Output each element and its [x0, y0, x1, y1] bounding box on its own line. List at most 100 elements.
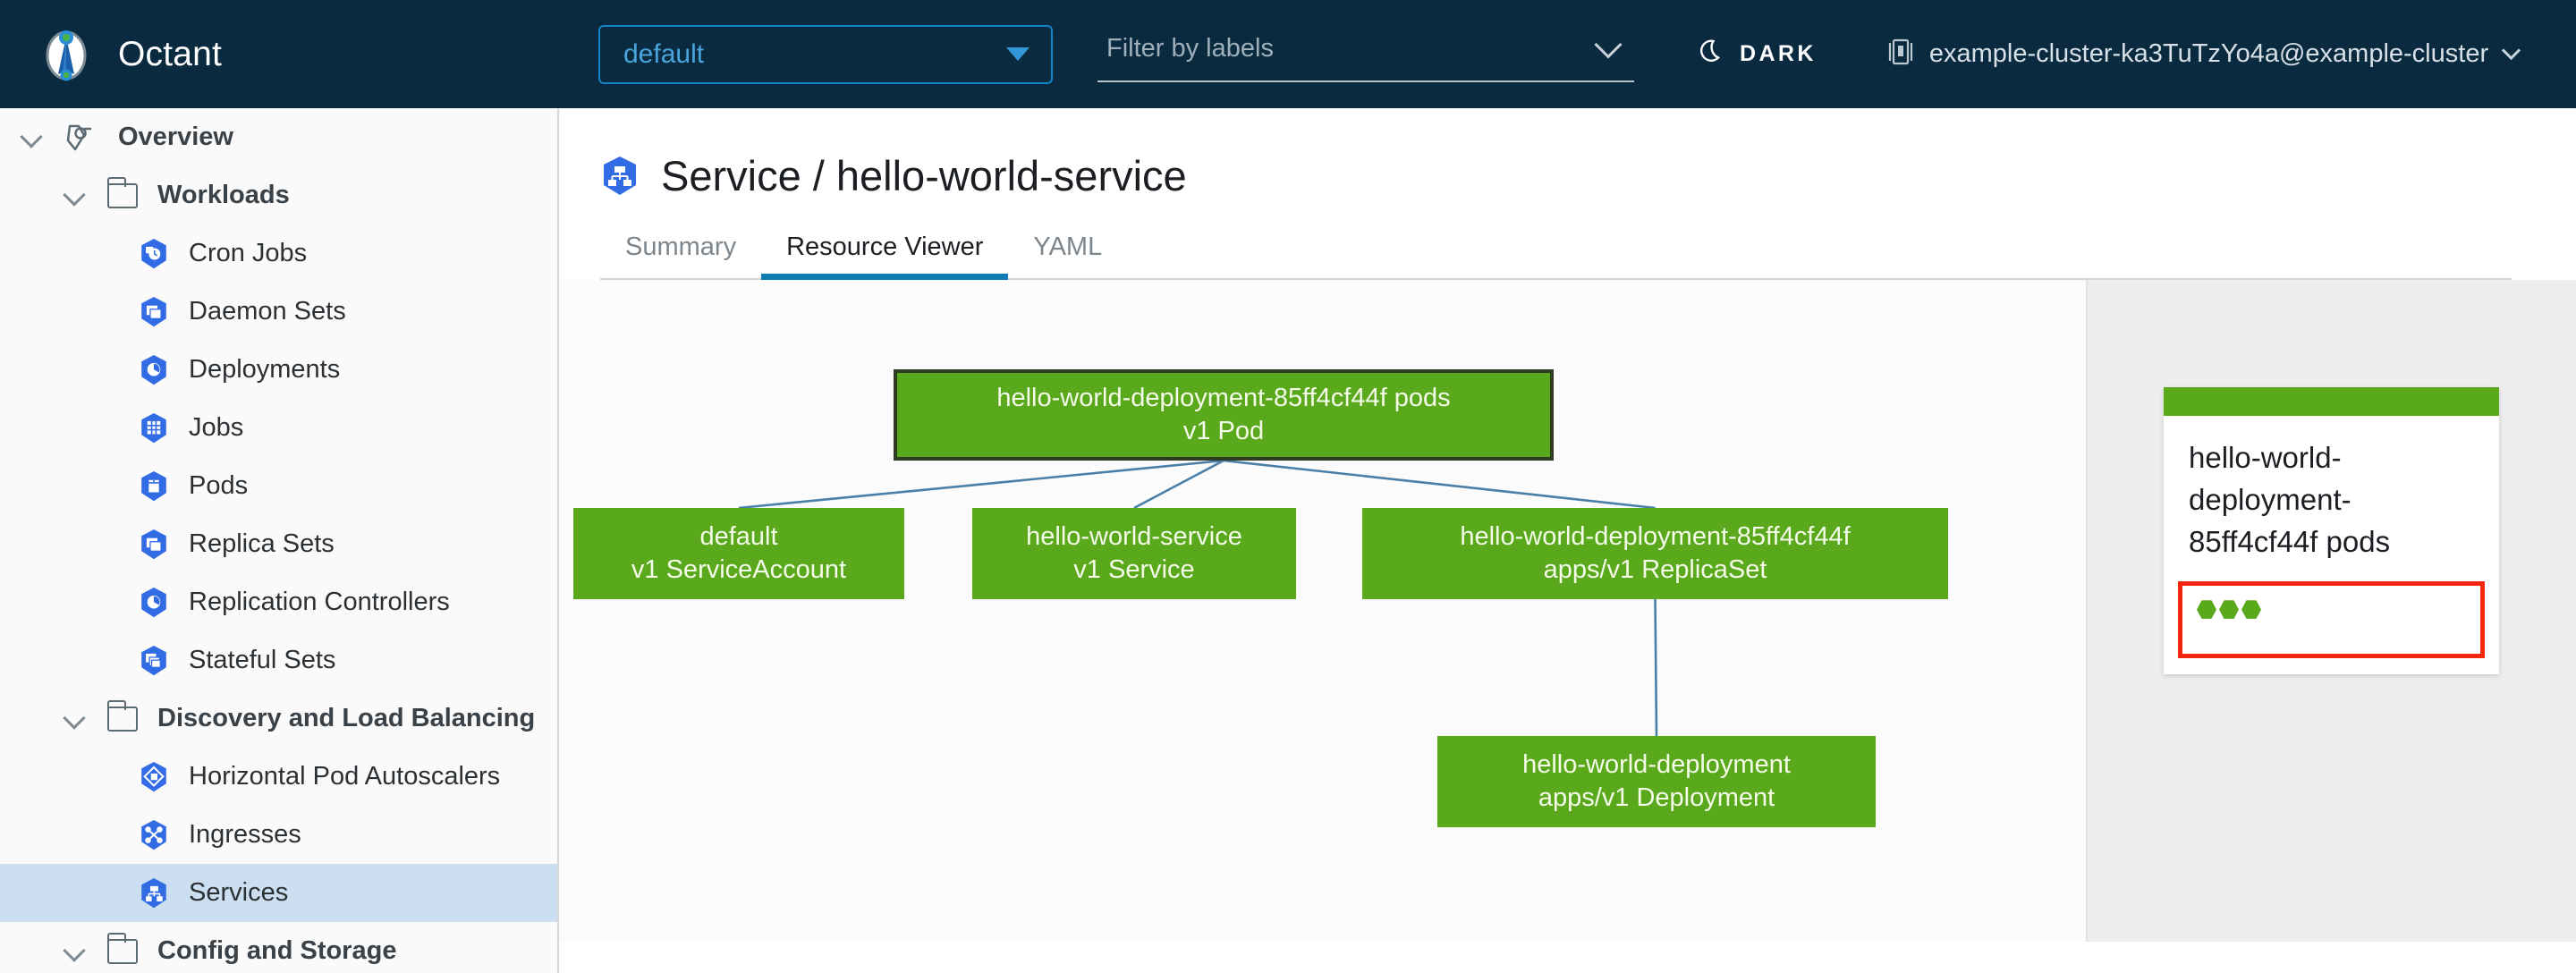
sidebar-item-pods[interactable]: Pods — [0, 457, 557, 515]
chevron-down-icon[interactable] — [20, 125, 45, 150]
deployment-k8s-icon — [139, 354, 169, 386]
label-filter-placeholder: Filter by labels — [1106, 34, 1274, 63]
sidebar-item-label: Daemon Sets — [189, 297, 346, 326]
replicaset-k8s-icon — [139, 529, 169, 561]
tab-yaml[interactable]: YAML — [1033, 233, 1103, 261]
sidebar-item-label: Services — [189, 878, 289, 907]
node-detail-card[interactable]: hello-world-deployment-85ff4cf44f pods — [2164, 387, 2499, 674]
sidebar-item-label: Replica Sets — [189, 529, 335, 558]
pod-status-dot[interactable] — [2197, 600, 2216, 619]
brand[interactable]: Octant — [0, 26, 558, 83]
sidebar-item-cron-jobs[interactable]: Cron Jobs — [0, 224, 557, 283]
sidebar-item-discovery-and-load-balancing[interactable]: Discovery and Load Balancing — [0, 690, 557, 748]
sidebar-item-label: Workloads — [157, 181, 290, 209]
overview-icon — [64, 123, 98, 153]
namespace-select[interactable]: default — [598, 24, 1053, 84]
node-title: hello-world-deployment-85ff4cf44f — [1460, 521, 1851, 551]
namespace-value: default — [623, 38, 705, 69]
folder-icon — [106, 176, 138, 208]
service-k8s-icon — [600, 156, 640, 197]
page-header: Service / hello-world-service Summary Res… — [561, 108, 2576, 280]
node-title: hello-world-service — [1026, 521, 1242, 551]
tab-resource-viewer[interactable]: Resource Viewer — [761, 233, 1009, 280]
caret-down-icon — [1006, 47, 1030, 61]
chevron-down-icon[interactable] — [63, 183, 88, 208]
app-name: Octant — [118, 34, 223, 73]
service-k8s-icon — [139, 877, 169, 910]
octant-logo-icon — [38, 26, 95, 83]
sidebar-item-config-and-storage[interactable]: Config and Storage — [0, 922, 557, 973]
pod-k8s-icon — [139, 470, 169, 503]
sidebar-item-label: Discovery and Load Balancing — [157, 704, 536, 732]
chevron-down-icon[interactable] — [63, 939, 88, 964]
status-bar — [2164, 387, 2499, 416]
cluster-icon — [1888, 38, 1913, 71]
cluster-select[interactable]: example-cluster-ka3TuTzYo4a@example-clus… — [1888, 38, 2521, 71]
sidebar-item-label: Horizontal Pod Autoscalers — [189, 762, 501, 791]
node-kind: apps/v1 ReplicaSet — [1543, 555, 1767, 584]
top-bar: Octant default Filter by labels DARK exa… — [0, 0, 2576, 108]
sidebar-item-horizontal-pod-autoscalers[interactable]: Horizontal Pod Autoscalers — [0, 748, 557, 806]
job-k8s-icon — [139, 412, 169, 444]
sidebar-item-ingresses[interactable]: Ingresses — [0, 806, 557, 864]
page-title-row: Service / hello-world-service — [600, 151, 2576, 200]
sidebar-item-label: Stateful Sets — [189, 646, 336, 674]
sidebar-item-label: Jobs — [189, 413, 244, 442]
rc-k8s-icon — [139, 587, 169, 619]
cronjob-k8s-icon — [139, 238, 169, 270]
node-title: default — [699, 521, 778, 551]
detail-panel: hello-world-deployment-85ff4cf44f pods — [2086, 280, 2576, 942]
sidebar-item-jobs[interactable]: Jobs — [0, 399, 557, 457]
sidebar-item-label: Pods — [189, 471, 249, 500]
statefulset-k8s-icon — [139, 645, 169, 677]
sidebar-item-label: Ingresses — [189, 820, 301, 849]
graph-edges — [738, 459, 1658, 737]
pod-status-group[interactable] — [2178, 580, 2485, 658]
sidebar-item-deployments[interactable]: Deployments — [0, 341, 557, 399]
ingress-k8s-icon — [139, 819, 169, 851]
theme-toggle-label: DARK — [1740, 41, 1817, 66]
folder-icon — [106, 699, 138, 732]
sidebar-item-label: Overview — [118, 123, 233, 151]
sidebar-item-stateful-sets[interactable]: Stateful Sets — [0, 631, 557, 690]
chevron-down-icon — [2502, 40, 2521, 60]
tab-bar[interactable]: Summary Resource Viewer YAML — [600, 233, 2512, 280]
sidebar-item-replication-controllers[interactable]: Replication Controllers — [0, 573, 557, 631]
pod-status-dot[interactable] — [2219, 600, 2239, 619]
graph-node-replicaset[interactable]: hello-world-deployment-85ff4cf44f apps/v1… — [1362, 508, 1948, 599]
daemonset-k8s-icon — [139, 296, 169, 328]
cluster-name: example-cluster-ka3TuTzYo4a@example-clus… — [1928, 39, 2489, 68]
node-title: hello-world-deployment — [1522, 749, 1791, 779]
page-title: Service / hello-world-service — [661, 152, 1187, 199]
sidebar-item-label: Config and Storage — [157, 936, 397, 965]
graph-edge — [738, 459, 1224, 510]
chevron-down-icon[interactable] — [63, 706, 88, 732]
sidebar-item-services[interactable]: Services — [0, 864, 557, 922]
sidebar-item-label: Cron Jobs — [189, 239, 308, 267]
sidebar-item-label: Replication Controllers — [189, 588, 450, 616]
detail-card-title: hello-world-deployment-85ff4cf44f pods — [2189, 441, 2391, 558]
main-content: Service / hello-world-service Summary Res… — [561, 108, 2576, 973]
sidebar-item-replica-sets[interactable]: Replica Sets — [0, 515, 557, 573]
pod-status-dot[interactable] — [2241, 600, 2261, 619]
graph-edge — [1223, 459, 1656, 510]
chevron-down-icon[interactable] — [1594, 30, 1623, 59]
label-filter-input[interactable]: Filter by labels — [1097, 27, 1634, 82]
graph-edge — [1133, 459, 1224, 510]
sidebar-item-daemon-sets[interactable]: Daemon Sets — [0, 283, 557, 341]
sidebar-item-workloads[interactable]: Workloads — [0, 166, 557, 224]
sidebar-item-overview[interactable]: Overview — [0, 108, 557, 166]
graph-edge — [1654, 598, 1658, 737]
folder-icon — [106, 932, 138, 964]
hpa-k8s-icon — [139, 761, 169, 793]
tab-summary[interactable]: Summary — [625, 233, 737, 261]
theme-toggle[interactable]: DARK — [1699, 38, 1817, 70]
node-title: hello-world-deployment-85ff4cf44f pods — [996, 383, 1451, 412]
